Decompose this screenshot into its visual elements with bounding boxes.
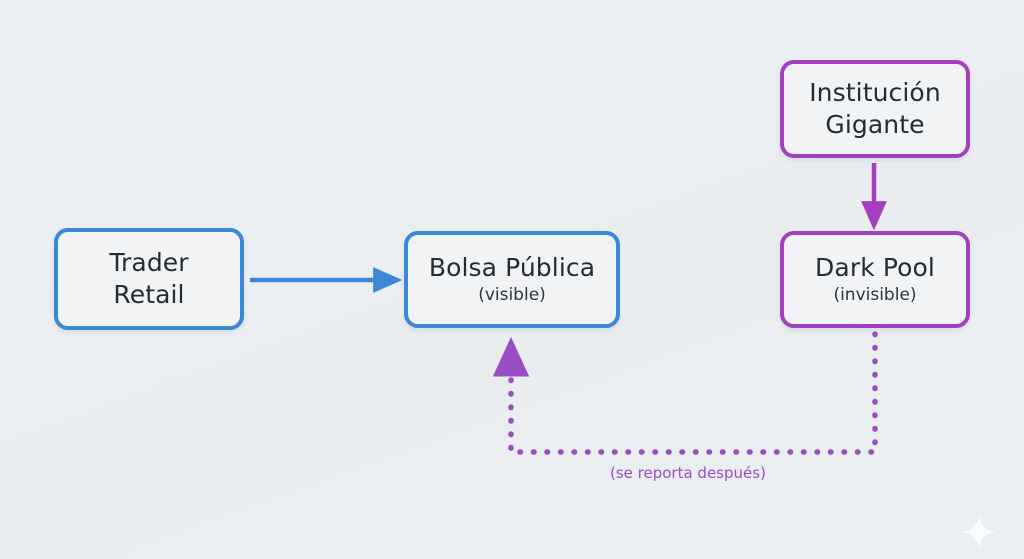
node-bolsa-publica-subtitle: (visible) <box>478 285 546 305</box>
node-institucion-gigante[interactable]: Institución Gigante <box>780 60 970 158</box>
node-institucion-gigante-title-line2: Gigante <box>825 110 925 139</box>
node-dark-pool-subtitle: (invisible) <box>833 285 917 305</box>
node-dark-pool-title: Dark Pool <box>815 253 935 282</box>
node-institucion-gigante-title-line1: Institución <box>809 78 941 107</box>
node-trader-retail-title-line2: Retail <box>113 280 185 309</box>
node-bolsa-publica[interactable]: Bolsa Pública (visible) <box>404 231 620 328</box>
node-trader-retail[interactable]: Trader Retail <box>54 228 244 330</box>
node-dark-pool[interactable]: Dark Pool (invisible) <box>780 231 970 328</box>
node-trader-retail-title-line1: Trader <box>109 248 189 277</box>
edge-darkpool-to-bolsa <box>492 331 878 455</box>
node-trader-retail-title: Trader Retail <box>109 247 188 311</box>
edge-darkpool-to-bolsa-label: (se reporta después) <box>610 464 766 482</box>
sparkle-star-icon <box>962 515 996 549</box>
node-institucion-gigante-title: Institución Gigante <box>809 77 941 141</box>
node-bolsa-publica-title: Bolsa Pública <box>428 253 596 282</box>
